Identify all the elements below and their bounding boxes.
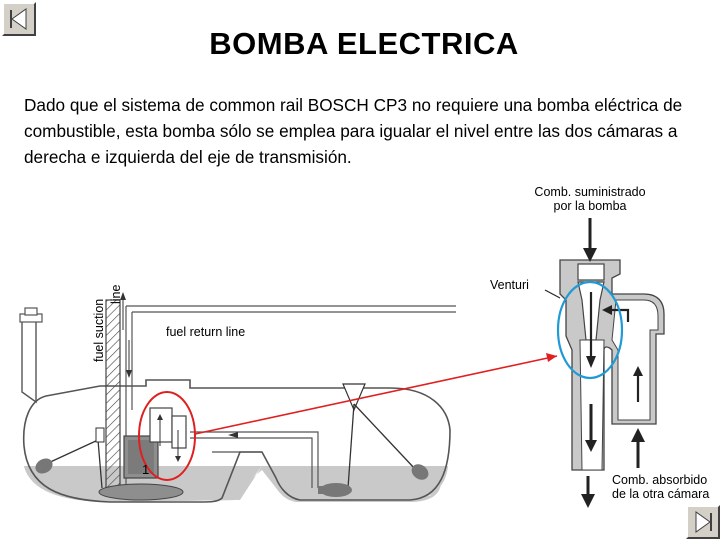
slide-description: Dado que el sistema de common rail BOSCH… [24,95,683,167]
venturi-highlight-ellipse [556,280,624,380]
label-venturi: Venturi [490,278,529,292]
slide-title: BOMBA ELECTRICA [209,26,519,61]
label-fuel-suction: fuel suction [92,299,106,362]
pump-module [98,407,187,501]
pointer-line [194,355,558,435]
label-line: line [109,284,123,304]
label-part-number: 1 [142,462,149,477]
label-absorbed: Comb. absorbido de la otra cámara [612,473,710,501]
back-arrow-icon [10,8,27,30]
forward-button[interactable] [686,505,720,539]
label-fuel-return: fuel return line [166,325,246,339]
forward-arrow-icon [695,511,712,533]
venturi-jet-pump [544,218,665,508]
label-supplied: Comb. suministrado por la bomba [534,185,646,213]
pump-highlight-ellipse [138,391,196,481]
back-button[interactable] [2,2,36,36]
